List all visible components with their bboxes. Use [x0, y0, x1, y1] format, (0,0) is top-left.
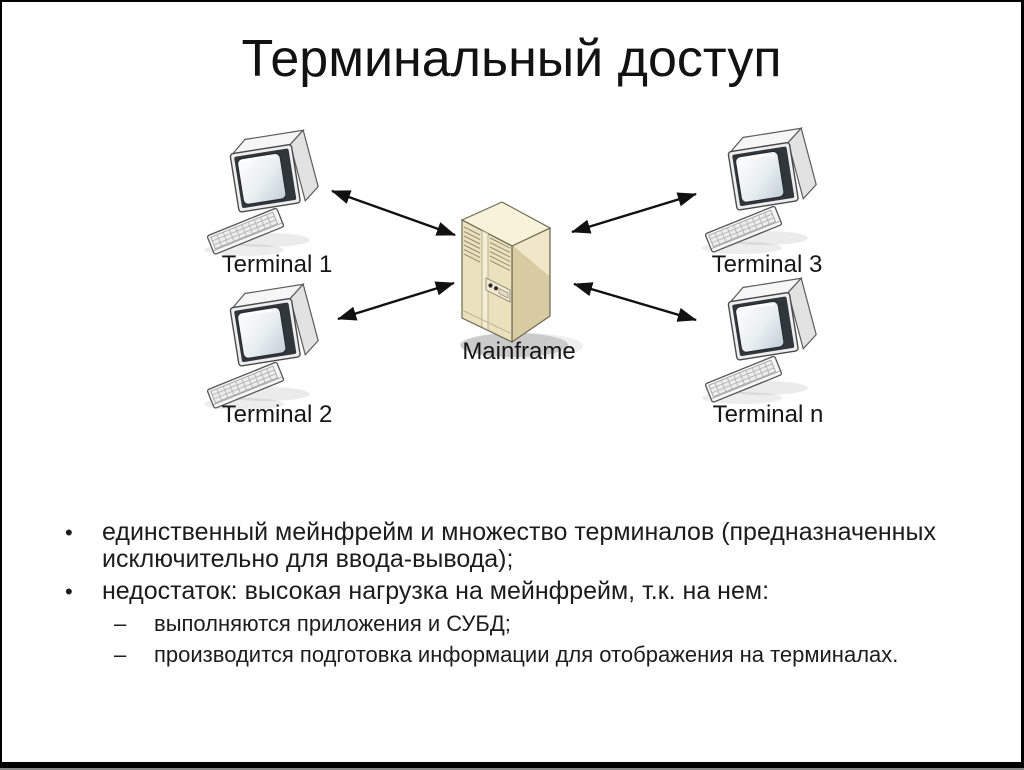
- mainframe-icon: [459, 201, 584, 360]
- sub-bullet-item: – выполняются приложения и СУБД;: [2, 610, 1021, 637]
- bidirectional-arrow-icon: [331, 189, 456, 237]
- diagram-links: [331, 189, 697, 322]
- bullet-text: единственный мейнфрейм и множество терми…: [102, 518, 936, 573]
- sub-bullet-text: выполняются приложения и СУБД;: [154, 611, 511, 636]
- bidirectional-arrow-icon: [573, 282, 697, 322]
- slide-title: Терминальный доступ: [241, 30, 782, 88]
- bullet-item: • недостаток: высокая нагрузка на мейнфр…: [2, 578, 1021, 605]
- bidirectional-arrow-icon: [337, 281, 455, 321]
- bullet-list: • единственный мейнфрейм и множество тер…: [2, 519, 1021, 672]
- node-label-mainframe: Mainframe: [462, 338, 576, 365]
- bullet-text: недостаток: высокая нагрузка на мейнфрей…: [102, 577, 770, 605]
- bullet-marker: •: [65, 520, 73, 545]
- node-label-terminal-2: Terminal 2: [221, 401, 333, 428]
- bidirectional-arrow-icon: [571, 192, 697, 234]
- node-label-terminal-1: Terminal 1: [221, 251, 333, 278]
- sub-bullet-marker: –: [114, 611, 127, 636]
- terminal-icon: [203, 282, 322, 411]
- terminal-icon: [701, 276, 820, 405]
- node-label-terminal-n: Terminal n: [712, 401, 824, 428]
- sub-bullet-text: производится подготовка информации для о…: [154, 642, 899, 667]
- bullet-item: • единственный мейнфрейм и множество тер…: [2, 519, 1021, 573]
- node-label-terminal-3: Terminal 3: [711, 251, 823, 278]
- sub-bullet-item: – производится подготовка информации для…: [2, 641, 1021, 668]
- sub-bullet-marker: –: [114, 642, 127, 667]
- terminal-icon: [701, 126, 820, 255]
- bullet-marker: •: [65, 579, 73, 604]
- terminal-icon: [203, 128, 322, 257]
